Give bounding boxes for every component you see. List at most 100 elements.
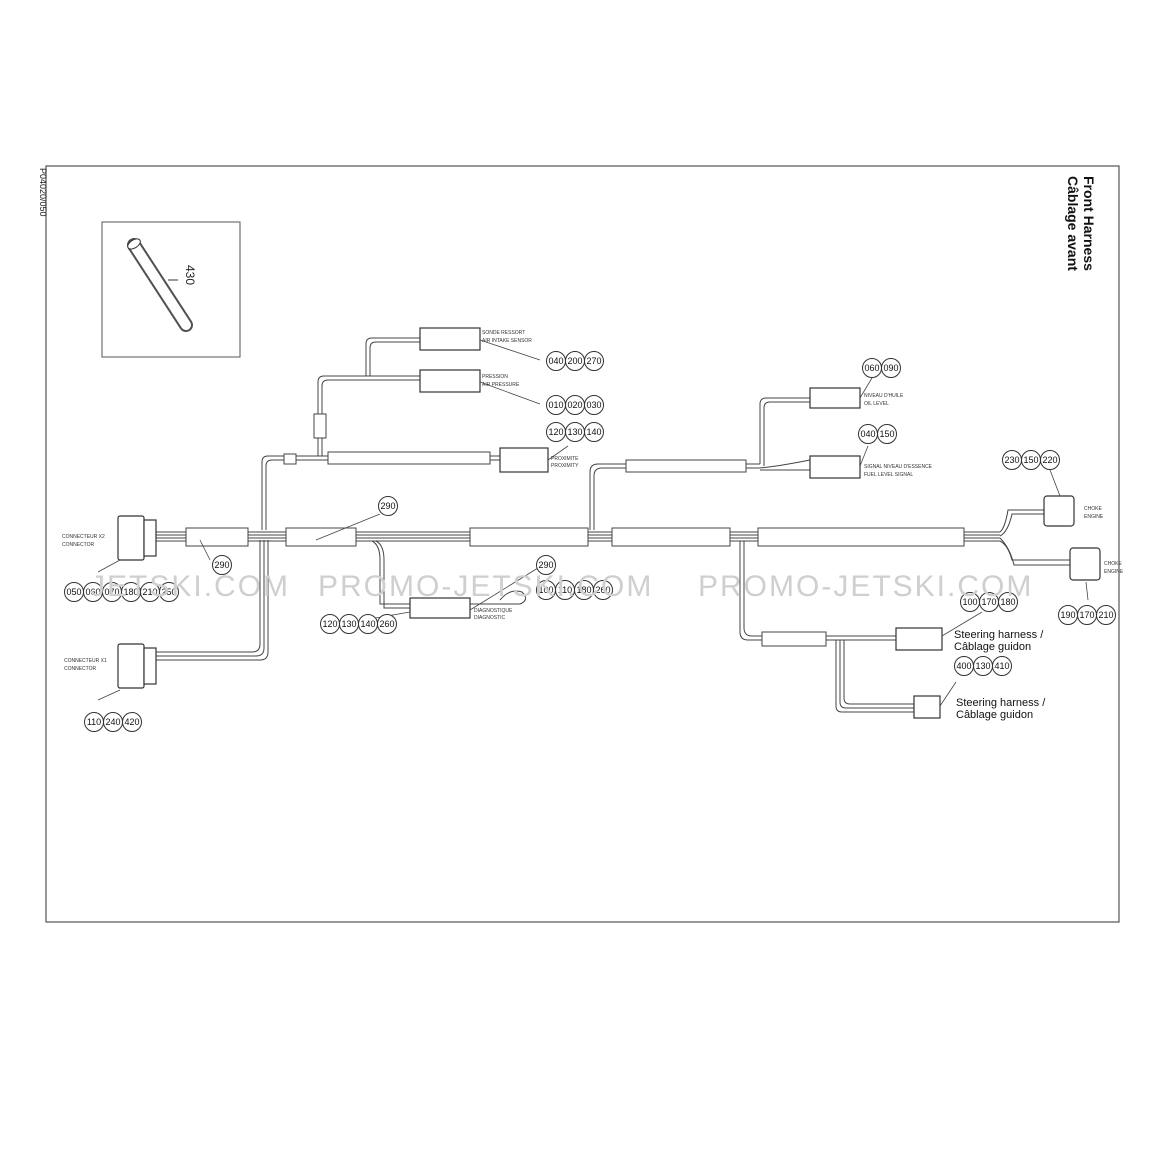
callout-circle: [992, 656, 1012, 676]
label-sensor-top-1: SONDE RESSORT: [482, 330, 525, 336]
callout-circle: [377, 614, 397, 634]
part-number: 140: [586, 427, 601, 437]
callout-g-040-200-270: 040 200 270: [546, 351, 604, 371]
label-sensor-mid-1: PRESSION: [482, 374, 508, 380]
part-number: 020: [567, 400, 582, 410]
callout-g-060-090: 060 090: [862, 358, 901, 378]
part-number: 130: [567, 427, 582, 437]
part-number: 410: [994, 661, 1009, 671]
part-number: 120: [322, 619, 337, 629]
part-number: 420: [124, 717, 139, 727]
accessory-inset: 430: [101, 221, 241, 358]
part-number: 180: [1000, 597, 1015, 607]
callout-circle: [584, 395, 604, 415]
callout-circle: [212, 555, 232, 575]
label-key-2: PROXIMITY: [551, 463, 579, 469]
callout-g-290-right: 290: [378, 496, 398, 516]
part-number: 250: [161, 587, 176, 597]
part-number: 140: [360, 619, 375, 629]
part-number: 060: [864, 363, 879, 373]
part-number: 290: [380, 501, 395, 511]
callout-g-120-130-140-260: 120 130 140 260: [320, 614, 397, 634]
callout-circle: [159, 582, 179, 602]
label-right-bot-2: ENGINE: [1104, 569, 1124, 575]
part-number: 290: [538, 560, 553, 570]
part-number: 110: [558, 585, 572, 595]
steering-harness-b-line2: Câblage guidon: [956, 709, 1033, 721]
label-right-bot-1: CHOKE: [1104, 561, 1122, 567]
label-right-top-2: ENGINE: [1084, 514, 1104, 520]
subtitle: Câblage avant: [1065, 176, 1081, 271]
label-sensor-top-2: AIR INTAKE SENSOR: [482, 338, 532, 344]
part-number: 110: [87, 717, 101, 727]
label-key-1: PROXIMITE: [551, 456, 579, 462]
callout-circle: [584, 351, 604, 371]
part-number: 180: [576, 585, 591, 595]
callout-circle: [378, 496, 398, 516]
part-number: 240: [105, 717, 120, 727]
label-diag-1: DIAGNOSTIQUE: [474, 608, 513, 614]
label-oil-1: NIVEAU D'HUILE: [864, 393, 904, 399]
part-number: 120: [548, 427, 563, 437]
callout-circle: [1096, 605, 1116, 625]
part-number: 170: [1079, 610, 1094, 620]
callout-g-290-mid: 290: [536, 555, 556, 575]
part-number: 130: [341, 619, 356, 629]
callout-g-110-240-420: 110 240 420: [84, 712, 142, 732]
watermark-1: PROMO-JETSKI.COM: [318, 570, 653, 603]
watermark-2: PROMO-JETSKI.COM: [698, 570, 1033, 603]
wire-bundle: [150, 337, 1070, 713]
steering-harness-a-line1: Steering harness /: [954, 629, 1044, 641]
accessory-part-number: 430: [183, 265, 197, 285]
part-number: 030: [586, 400, 601, 410]
label-fuel-2: FUEL LEVEL SIGNAL: [864, 472, 913, 478]
label-right-top-1: CHOKE: [1084, 506, 1102, 512]
part-number: 190: [1060, 610, 1075, 620]
label-connector-x2-2: CONNECTOR: [62, 542, 95, 548]
part-number: 210: [1098, 610, 1113, 620]
part-number: 400: [956, 661, 971, 671]
callout-g-190-170-210: 190 170 210: [1058, 605, 1116, 625]
part-number: 130: [975, 661, 990, 671]
label-sensor-mid-2: AIR PRESSURE: [482, 382, 520, 388]
callout-circle: [1040, 450, 1060, 470]
part-number: 260: [595, 585, 610, 595]
callout-circle: [536, 555, 556, 575]
watermark-3: JETSKI.COM: [90, 570, 290, 603]
connectors: [117, 327, 1101, 719]
part-number: 090: [883, 363, 898, 373]
label-diag-2: DIAGNOSTIC: [474, 615, 506, 621]
callout-g-010-020-030: 010 020 030: [546, 395, 604, 415]
part-number: 010: [548, 400, 563, 410]
callout-circle: [122, 712, 142, 732]
label-connector-x1-1: CONNECTEUR X1: [64, 658, 107, 664]
part-number: 060: [85, 587, 100, 597]
part-number: 050: [66, 587, 81, 597]
steering-harness-a-line2: Câblage guidon: [954, 641, 1031, 653]
part-number: 040: [548, 356, 563, 366]
callout-circle: [584, 422, 604, 442]
drawing-frame: [45, 165, 1120, 923]
title: Front Harness: [1081, 176, 1097, 271]
part-number: 200: [567, 356, 582, 366]
part-number: 170: [981, 597, 996, 607]
callout-circle: [998, 592, 1018, 612]
part-number: 270: [586, 356, 601, 366]
part-number: 260: [379, 619, 394, 629]
label-oil-2: OIL LEVEL: [864, 401, 889, 407]
part-number: 180: [123, 587, 138, 597]
callout-g-400-130-410: 400 130 410: [954, 656, 1012, 676]
harness-sleeves: [185, 413, 965, 647]
leader-lines: [97, 339, 1089, 707]
part-number: 040: [860, 429, 875, 439]
callout-circle: [881, 358, 901, 378]
part-number: 220: [1042, 455, 1057, 465]
part-number: 290: [214, 560, 229, 570]
part-number: 150: [1023, 455, 1038, 465]
